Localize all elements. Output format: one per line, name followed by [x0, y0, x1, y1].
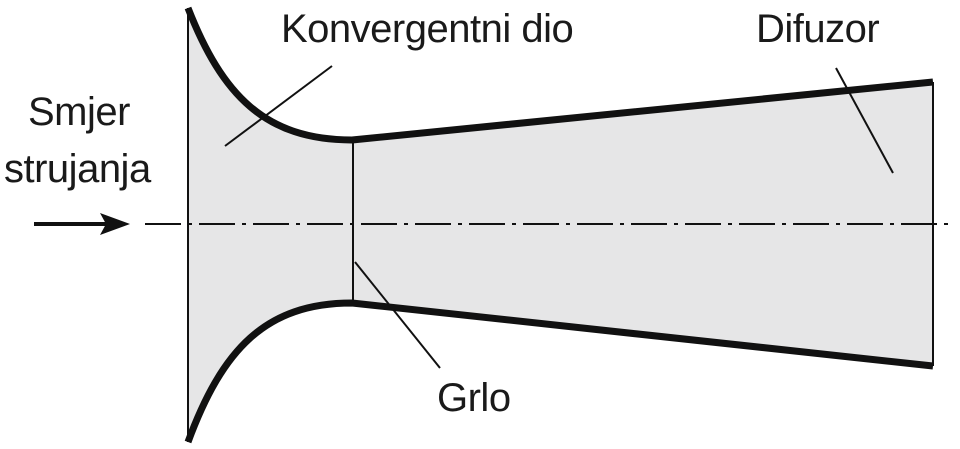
diffuser-leader-line [835, 67, 894, 174]
flow-direction-label-line2: strujanja [4, 147, 152, 191]
convergent-label: Konvergentni dio [281, 7, 573, 51]
diffuser-label: Difuzor [756, 7, 879, 51]
flow-arrow-head [100, 213, 130, 235]
upper-wall [184, 6, 934, 144]
lower-wall [184, 299, 934, 444]
convergent-leader-line [224, 65, 333, 147]
throat-leader-line [354, 261, 441, 369]
nozzle-body-fill [188, 8, 933, 442]
throat-label: Grlo [437, 376, 511, 420]
flow-direction-label-line1: Smjer [28, 90, 130, 134]
